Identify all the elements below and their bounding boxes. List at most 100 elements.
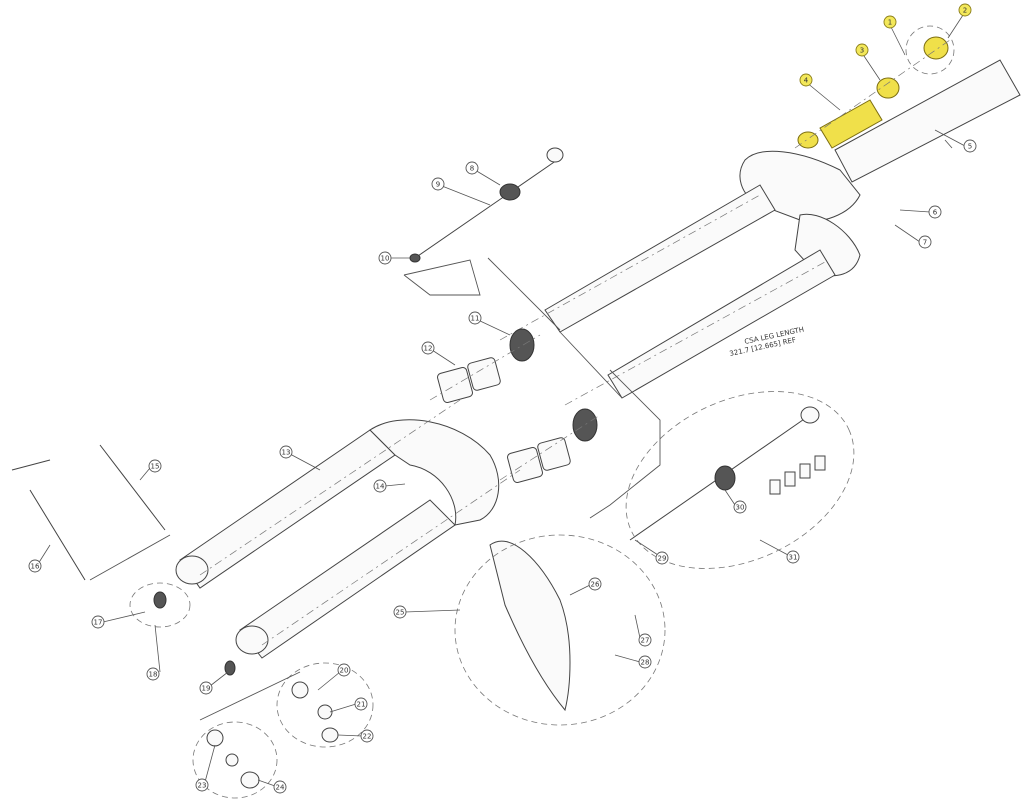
shim-3: [799, 463, 811, 479]
callout-label: 18: [149, 671, 158, 679]
bushing-1: [437, 367, 473, 403]
cartridge-piston: [714, 465, 736, 491]
valve-part-3: [321, 727, 339, 743]
fender-group: [454, 534, 666, 726]
bushing-3: [507, 447, 543, 483]
seal-axis-upper: [429, 334, 541, 401]
damper-piston: [499, 183, 521, 201]
highlighted-topcap-parts: [794, 25, 955, 149]
spring-group-ellipse: [129, 582, 191, 628]
callout-label: 7: [923, 239, 927, 247]
callout-label: 19: [202, 685, 211, 693]
callout-balloon: [799, 73, 813, 87]
callout-label: 4: [804, 77, 809, 85]
axle-bracket: [89, 534, 171, 581]
spring-small: [153, 591, 167, 609]
yellow-cap-body: [876, 77, 900, 99]
callout-label: 26: [591, 581, 600, 589]
topcap-axis: [794, 39, 951, 149]
crown-steerer-assembly: [499, 59, 1021, 406]
callout-label: 20: [340, 667, 349, 675]
damper-cartridge: [589, 369, 855, 569]
callout-label: 8: [470, 165, 474, 173]
callout-label: 24: [276, 784, 285, 792]
callout-label: 25: [396, 609, 405, 617]
callout-label: 10: [381, 255, 390, 263]
callout-label: 16: [31, 563, 40, 571]
topcap-group-ring: [905, 25, 955, 75]
callout-label: 14: [376, 483, 385, 491]
callout-label: 1: [888, 19, 892, 27]
yellow-nut: [797, 131, 819, 149]
knob-1: [206, 729, 224, 747]
cartridge-top: [800, 406, 820, 424]
thru-axle: [11, 444, 171, 581]
callout-balloon: [958, 3, 972, 17]
axle-sleeve: [99, 444, 166, 531]
callout-label: 15: [151, 463, 160, 471]
damper-rod: [414, 157, 561, 259]
damper-top: [546, 147, 564, 163]
stanchion-link-line: [559, 331, 623, 399]
dropout-right: [235, 625, 269, 655]
callout-label: 17: [94, 619, 103, 627]
callout-label: 21: [357, 701, 366, 709]
seal-axis-lower: [499, 414, 601, 481]
knob-2: [240, 771, 260, 789]
callout-label: 29: [658, 555, 667, 563]
valve-part-1: [291, 681, 309, 699]
seal-upper: [509, 328, 535, 362]
damper-link: [487, 257, 561, 331]
axle-shaft: [29, 489, 86, 581]
cartridge-group-ellipse: [625, 391, 855, 569]
seal-lower: [572, 408, 598, 442]
axis-upper: [499, 194, 761, 341]
bushing-2: [467, 357, 501, 391]
valve-group-ellipse: [276, 662, 374, 748]
knob-group-ellipse: [192, 721, 278, 799]
lower-axis-2: [261, 469, 521, 646]
shim-2: [784, 471, 796, 487]
callout-label: 23: [198, 782, 207, 790]
csa-annotation: CSA LEG LENGTH 321.7 [12.665] REF: [729, 326, 805, 358]
callout-label: 27: [641, 637, 650, 645]
valve-part-2: [317, 704, 333, 720]
cartridge-bracket: [589, 369, 661, 519]
callout-label: 12: [424, 345, 433, 353]
shim-1: [769, 479, 781, 495]
callout-label: 9: [436, 181, 440, 189]
callout-label: 22: [363, 733, 372, 741]
lower-axis-1: [199, 399, 461, 576]
steerer-tube: [834, 59, 1021, 183]
yellow-sleeve: [819, 99, 883, 149]
oring: [225, 753, 239, 767]
fender-group-ellipse: [454, 534, 666, 726]
callout-label: 3: [860, 47, 864, 55]
damper-bracket: [403, 259, 481, 296]
callout-label: 31: [789, 554, 798, 562]
callouts: 1 2 3 4 5 6 7 8 9 10 11 12: [28, 3, 977, 794]
callout-balloon: [883, 15, 897, 29]
stanchion-lower: [607, 249, 836, 399]
yellow-top-cap: [923, 36, 949, 60]
valve-shims: [769, 455, 826, 495]
dropout-left: [175, 555, 209, 585]
callout-label: 28: [641, 659, 650, 667]
callout-label: 2: [963, 7, 967, 15]
bolt-small: [224, 660, 236, 676]
axis-lower: [564, 261, 826, 406]
hardware-bracket: [199, 671, 301, 721]
seal-bushing-group: [429, 328, 601, 483]
callout-balloon: [855, 43, 869, 57]
bottom-hardware: [129, 582, 374, 799]
callout-label: 11: [471, 315, 480, 323]
shim-4: [814, 455, 826, 471]
lower-leg-assembly: [175, 399, 521, 659]
fender: [489, 540, 571, 712]
axle-lever: [11, 459, 51, 471]
callout-label: 5: [968, 143, 972, 151]
callout-label: 13: [282, 449, 291, 457]
damper-shaft: [403, 147, 564, 331]
